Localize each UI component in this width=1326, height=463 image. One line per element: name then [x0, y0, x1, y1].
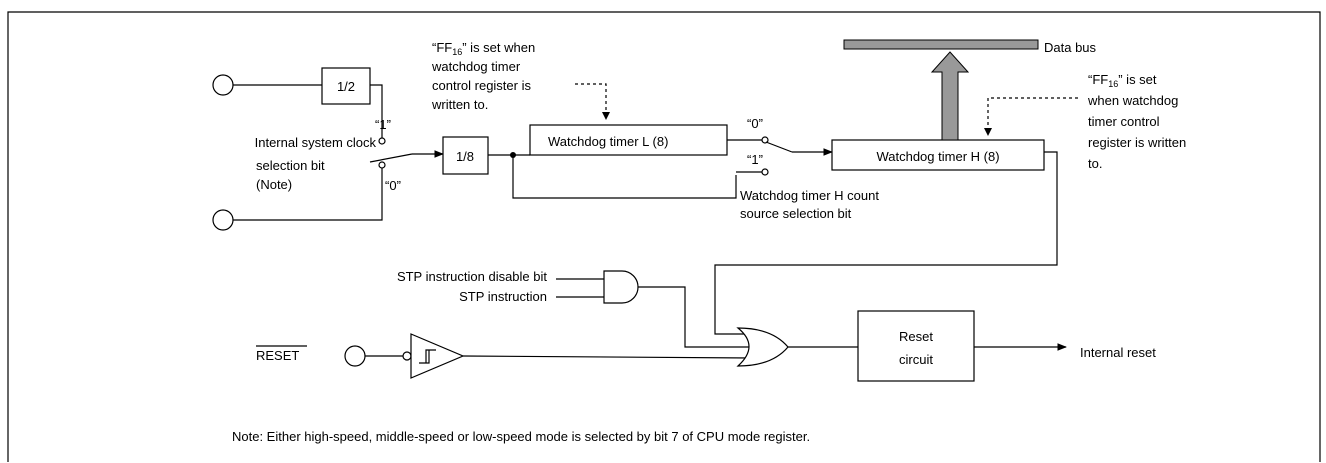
stp-disable-label: STP instruction disable bit	[397, 269, 547, 284]
xcin-pin	[212, 74, 234, 96]
schmitt-symbol	[419, 349, 436, 364]
watchdog-timer-l-box	[529, 124, 728, 156]
watchdog-timer-h-label: Watchdog timer H (8)	[876, 149, 999, 164]
reset-circuit-label-1: Reset	[899, 329, 933, 344]
switch2-label-0: “0”	[747, 116, 763, 131]
and-gate	[603, 270, 639, 304]
switch1-blade	[369, 153, 413, 163]
figure-frame	[7, 11, 1321, 462]
internal-reset-label: Internal reset	[1080, 345, 1156, 360]
ff16-right-dashed-arrow	[987, 97, 1078, 130]
reset-wire-2	[462, 355, 753, 359]
ff16-note-right-4: register is written	[1088, 135, 1186, 150]
wdth-source-label-2: source selection bit	[740, 206, 852, 221]
ff16-left-arrowhead	[602, 112, 610, 120]
divider-1-8-label: 1/8	[456, 149, 474, 164]
ff16-note-left-1: “FF16” is set when	[432, 40, 535, 57]
divider-1-8-box	[442, 136, 489, 175]
schmitt-inverter-bubble	[402, 351, 412, 361]
ff16-note-right-1: “FF16” is set	[1088, 72, 1157, 89]
stp-instruction-label: STP instruction	[459, 289, 547, 304]
or-gate	[736, 327, 789, 367]
switch1-label-1: “1”	[375, 117, 391, 132]
ff16-note-left-4: written to.	[431, 97, 488, 112]
clock-select-label-3: (Note)	[256, 177, 292, 192]
divider-1-2-label: 1/2	[337, 79, 355, 94]
watchdog-timer-h-box	[831, 139, 1045, 171]
bypass-wire	[512, 155, 737, 199]
reset-pin	[344, 345, 366, 367]
watchdog-timer-l-label: Watchdog timer L (8)	[548, 134, 668, 149]
reset-circuit-label-2: circuit	[899, 352, 933, 367]
ff16-right-arrowhead	[984, 128, 992, 136]
div2-out-wire	[370, 84, 383, 138]
schmitt-buffer	[410, 333, 465, 379]
ff16-note-left-2: watchdog timer	[431, 59, 521, 74]
footnote: Note: Either high-speed, middle-speed or…	[232, 429, 810, 444]
switch1-contact-0	[378, 161, 386, 169]
clock-select-label-2: selection bit	[256, 158, 325, 173]
wdth-source-label-1: Watchdog timer H count	[740, 188, 879, 203]
data-bus	[843, 39, 1039, 50]
ff16-note-left-3: control register is	[432, 78, 531, 93]
data-bus-label: Data bus	[1044, 40, 1097, 55]
and-out-wire	[638, 286, 749, 348]
ff16-left-dashed-arrow	[575, 83, 607, 114]
switch2-blade	[765, 141, 793, 153]
switch2-label-1: “1”	[747, 152, 763, 167]
switch2-contact-1	[761, 168, 769, 176]
xin-pin	[212, 209, 234, 231]
reset-circuit-box	[857, 310, 975, 382]
xin-wire	[233, 168, 383, 221]
switch2-contact-0	[761, 136, 769, 144]
bus-arrow	[930, 51, 970, 141]
divider-1-2-box	[321, 67, 371, 105]
ff16-note-right-3: timer control	[1088, 114, 1160, 129]
switch1-contact-1	[378, 137, 386, 145]
clock-select-label-1: Internal system clock	[255, 135, 377, 150]
ff16-note-right-2: when watchdog	[1087, 93, 1178, 108]
wdth-out-wire	[714, 151, 1058, 335]
reset-label: RESET	[256, 348, 299, 363]
switch1-label-0: “0”	[385, 178, 401, 193]
ff16-note-right-5: to.	[1088, 156, 1102, 171]
